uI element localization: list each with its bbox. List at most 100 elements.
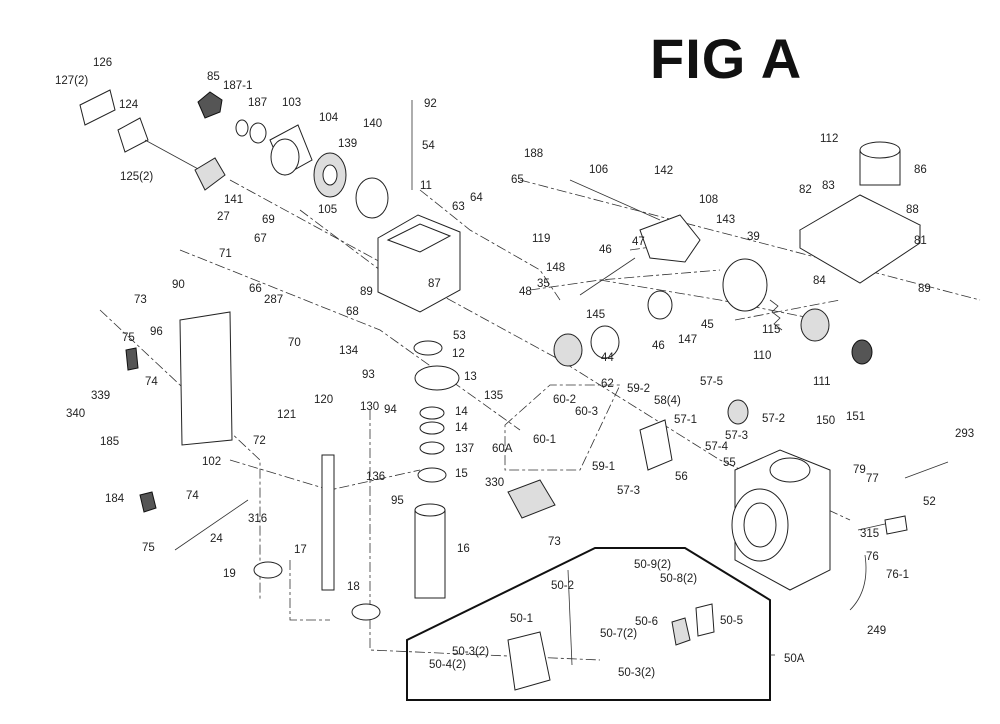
part-label: 147 — [678, 334, 697, 346]
part-label: 89 — [360, 286, 373, 298]
part-label: 85 — [207, 71, 220, 83]
part-label: 287 — [264, 294, 283, 306]
part-label: 24 — [210, 533, 223, 545]
part-label: 57-5 — [700, 376, 723, 388]
part-label: 50-8(2) — [660, 573, 697, 585]
part-label: 65 — [511, 174, 524, 186]
part-label: 140 — [363, 118, 382, 130]
part-label: 340 — [66, 408, 85, 420]
part-label: 46 — [599, 244, 612, 256]
part-label: 110 — [753, 350, 771, 362]
part-label: 66 — [249, 283, 262, 295]
part-label: 52 — [923, 496, 936, 508]
part-label: 96 — [150, 326, 163, 338]
part-label: 92 — [424, 98, 437, 110]
part-label: 126 — [93, 57, 112, 69]
part-label: 63 — [452, 201, 465, 213]
parts-shapes — [79, 89, 949, 691]
part-label: 55 — [723, 457, 736, 469]
part-label: 73 — [134, 294, 147, 306]
part-label: 145 — [586, 309, 605, 321]
part-label: 139 — [338, 138, 357, 150]
part-label: 50-3(2) — [452, 646, 489, 658]
part-label: 48 — [519, 286, 532, 298]
part-label: 187 — [248, 97, 267, 109]
part-label: 39 — [747, 231, 760, 243]
part-label: 14 — [455, 422, 468, 434]
part-label: 134 — [339, 345, 359, 357]
part-label: 62 — [601, 378, 614, 390]
part-label: 50A — [784, 653, 805, 665]
part-label: 76 — [866, 551, 879, 563]
part-label: 249 — [867, 625, 886, 637]
part-label: 75 — [142, 542, 155, 554]
part-label: 316 — [248, 513, 267, 525]
part-label: 86 — [914, 164, 927, 176]
part-label: 50-9(2) — [634, 559, 671, 571]
part-label: 125(2) — [120, 171, 153, 183]
part-label: 136 — [366, 471, 385, 483]
part-label: 50-7(2) — [600, 628, 637, 640]
part-label: 105 — [318, 204, 337, 216]
part-label: 60-2 — [553, 394, 576, 406]
part-label: 56 — [675, 471, 688, 483]
part-label: 88 — [906, 204, 919, 216]
part-label: 150 — [816, 415, 835, 427]
part-label: 60-3 — [575, 406, 598, 418]
part-label: 68 — [346, 306, 359, 318]
part-label: 19 — [223, 568, 236, 580]
part-label: 11 — [420, 180, 432, 192]
part-label: 57-2 — [762, 413, 785, 425]
part-label: 35 — [537, 278, 550, 290]
part-label: 330 — [485, 477, 504, 489]
part-label: 44 — [601, 352, 614, 364]
part-label: 339 — [91, 390, 110, 402]
part-label: 94 — [384, 404, 397, 416]
part-label: 50-3(2) — [618, 667, 655, 679]
part-label: 315 — [860, 528, 879, 540]
part-label: 81 — [914, 235, 927, 247]
part-label: 70 — [288, 337, 301, 349]
part-label: 16 — [457, 543, 470, 555]
part-label: 93 — [362, 369, 375, 381]
part-label: 142 — [654, 165, 673, 177]
part-label: 50-1 — [510, 613, 533, 625]
part-label: 124 — [119, 99, 139, 111]
part-label: 58(4) — [654, 395, 681, 407]
part-label: 59-1 — [592, 461, 615, 473]
part-label: 108 — [699, 194, 718, 206]
part-label: 57-3 — [617, 485, 640, 497]
part-label: 135 — [484, 390, 503, 402]
part-label: 69 — [262, 214, 275, 226]
part-label: 76-1 — [886, 569, 909, 581]
part-label: 57-3 — [725, 430, 748, 442]
part-label: 54 — [422, 140, 435, 152]
part-label: 137 — [455, 443, 474, 455]
part-label: 187-1 — [223, 80, 252, 92]
part-label: 130 — [360, 401, 379, 413]
part-label: 45 — [701, 319, 714, 331]
part-label: 74 — [145, 376, 158, 388]
part-label: 95 — [391, 495, 404, 507]
part-label: 83 — [822, 180, 835, 192]
part-label: 188 — [524, 148, 543, 160]
part-label: 120 — [314, 394, 333, 406]
part-label: 60-1 — [533, 434, 556, 446]
part-label: 46 — [652, 340, 665, 352]
part-label: 18 — [347, 581, 360, 593]
part-label: 90 — [172, 279, 185, 291]
part-label: 53 — [453, 330, 466, 342]
part-label: 104 — [319, 112, 339, 124]
part-label: 14 — [455, 406, 468, 418]
part-label: 148 — [546, 262, 565, 274]
part-label: 13 — [464, 371, 477, 383]
part-label: 79 — [853, 464, 866, 476]
part-label: 59-2 — [627, 383, 650, 395]
part-label: 77 — [866, 473, 879, 485]
part-label: 15 — [455, 468, 468, 480]
part-label: 185 — [100, 436, 119, 448]
part-label: 12 — [452, 348, 465, 360]
part-label: 47 — [632, 236, 645, 248]
